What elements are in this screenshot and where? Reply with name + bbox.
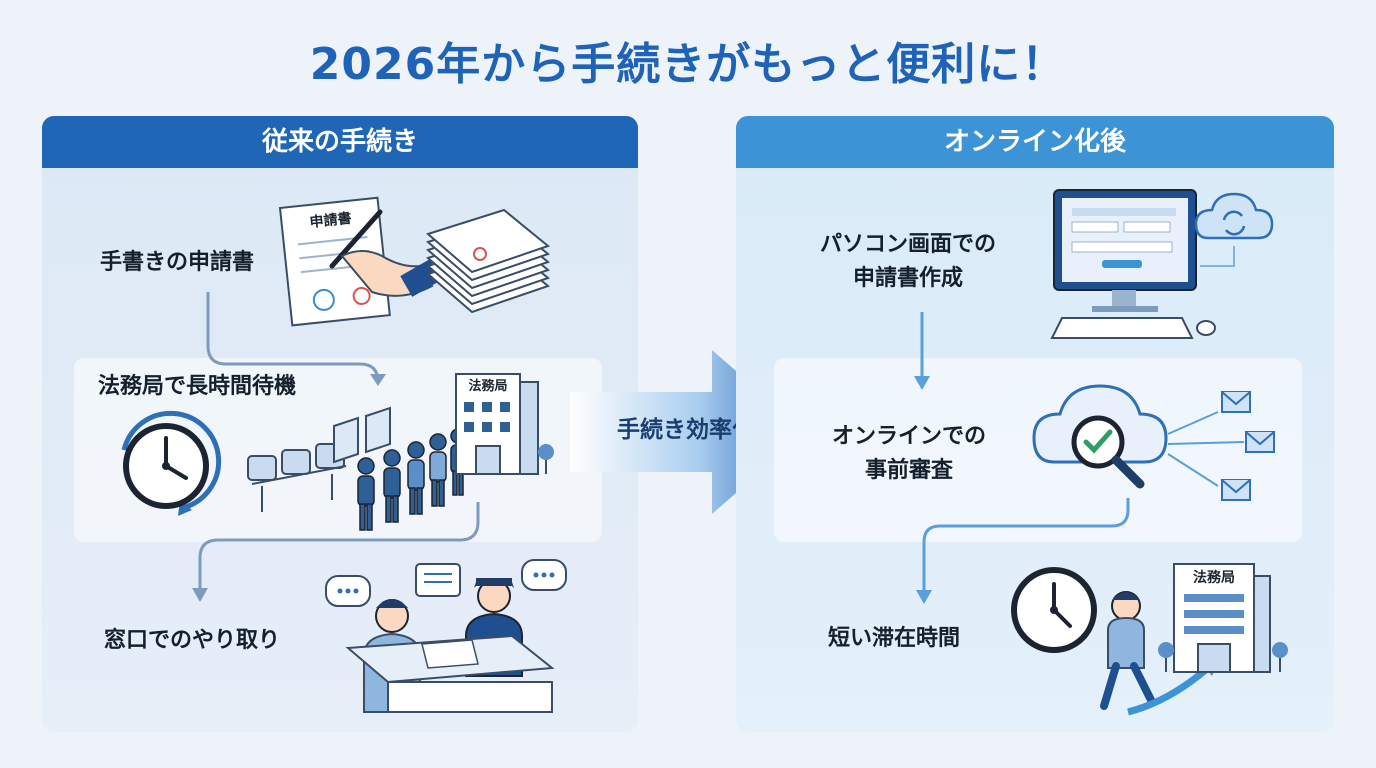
connector-3-arrowhead	[914, 376, 930, 390]
clock-icon	[1011, 567, 1097, 653]
traditional-procedure-panel: 従来の手続き 申請書	[42, 116, 638, 732]
cloud-sync-icon	[1194, 192, 1274, 267]
page-title: 2026年から手続きがもっと便利に！	[309, 39, 1067, 90]
window-panels-icon	[333, 406, 391, 464]
computer-monitor-icon	[1050, 189, 1216, 339]
clock-icon	[121, 410, 222, 516]
legal-affairs-bureau-building-icon: 法務局	[455, 373, 554, 475]
step-long-wait: 法務局で長時間待機	[98, 374, 297, 399]
queue-people-icon	[357, 428, 466, 531]
legal-affairs-bureau-building-icon: 法務局	[1158, 563, 1288, 673]
waiting-chairs-icon	[247, 443, 347, 512]
speech-bubble-icon	[325, 575, 371, 607]
connector-4-arrowhead	[916, 590, 932, 604]
connector-1-arrowhead	[370, 374, 386, 386]
cloud-search-icon	[1032, 384, 1168, 489]
step-pc-form: パソコン画面での 申請書作成	[820, 232, 997, 291]
speech-bubble-icon	[521, 559, 567, 591]
traditional-illustrations: 申請書	[121, 196, 567, 713]
step-counter-exchange: 窓口でのやり取り	[104, 628, 281, 653]
paper-stack-icon	[425, 208, 551, 314]
step-handwritten-form: 手書きの申請書	[100, 250, 255, 275]
online-procedure-panel: オンライン化後	[736, 116, 1334, 732]
mail-envelopes-icon	[1167, 391, 1275, 501]
step-online-prescreen: オンラインでの 事前審査	[832, 424, 987, 483]
efficiency-label: 手続き効率化	[617, 417, 755, 443]
building-sign-text: 法務局	[468, 378, 507, 394]
service-counter-icon	[345, 634, 555, 713]
document-bubble-icon	[415, 563, 461, 597]
connector-1	[206, 292, 380, 383]
connector-2	[198, 502, 480, 590]
traditional-panel-header: 従来の手続き	[42, 116, 638, 168]
walking-person-icon	[1100, 591, 1220, 716]
connector-4	[922, 498, 1130, 592]
form-title-text: 申請書	[309, 210, 353, 231]
step-short-stay: 短い滞在時間	[828, 626, 961, 651]
online-panel-header: オンライン化後	[736, 116, 1334, 168]
connector-2-arrowhead	[192, 588, 208, 602]
building-sign-text: 法務局	[1193, 569, 1235, 586]
online-illustrations: 法務局	[914, 189, 1288, 716]
